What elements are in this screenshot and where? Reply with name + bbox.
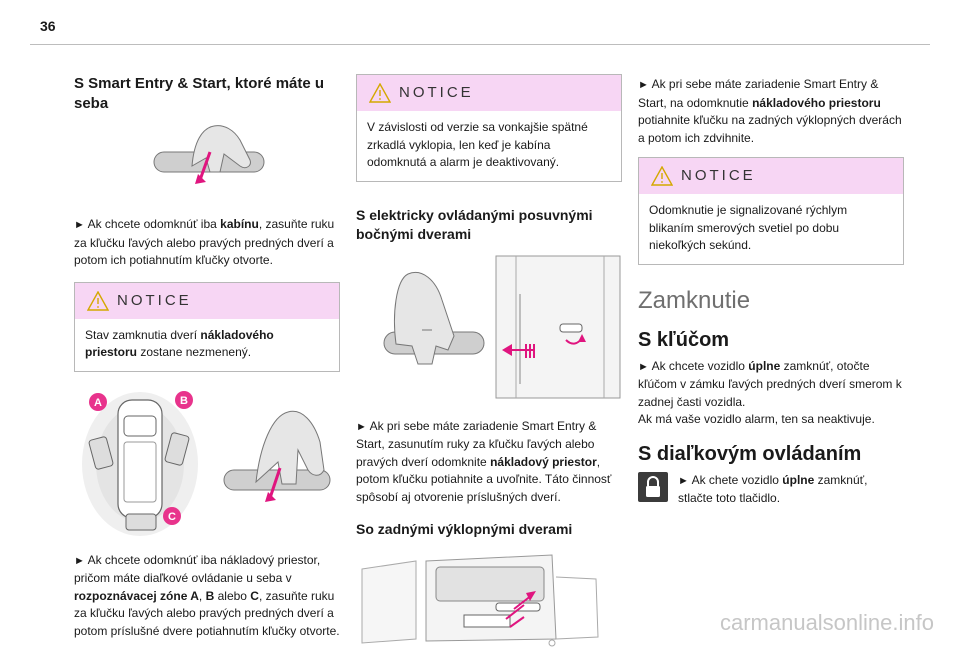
detection-zones-illustration: A B C <box>82 390 331 536</box>
section-heading-smart-entry: S Smart Entry & Start, ktoré máte u seba <box>74 75 325 112</box>
notice-bold: nákladového priestoru <box>85 327 274 360</box>
bullet-arrow: ► <box>638 79 649 91</box>
notice-label: NOTICE <box>399 84 474 101</box>
column-3: ► Ak pri sebe máte zariadenie Smart Entr… <box>638 74 904 508</box>
paragraph-text: , zasuňte ruku za kľučku ľavých alebo pr… <box>74 588 340 638</box>
notice-label: NOTICE <box>117 291 192 309</box>
warning-icon <box>87 290 109 311</box>
paragraph-text: zamknúť, otočte kľúčom v zámku ľavých pr… <box>638 358 902 409</box>
paragraph-text: Ak chcete odomknúť iba <box>87 217 221 231</box>
subsection-heading-remote: S diaľkovým ovládaním <box>638 442 862 465</box>
paragraph-bold: úplne <box>782 472 815 487</box>
paragraph-text: Ak má vaše vozidlo alarm, ten sa neaktiv… <box>638 412 875 426</box>
paragraph-remote-lock: ► Ak chete vozidlo úplne zamknúť, stlačt… <box>678 472 904 508</box>
paragraph-text: , zasuňte ruku za kľučku ľavých alebo pr… <box>74 217 335 267</box>
bullet-arrow: ► <box>74 219 85 231</box>
paragraph-tailgate-unlock: ► Ak pri sebe máte zariadenie Smart Entr… <box>638 76 904 147</box>
notice-header: NOTICE <box>639 158 903 194</box>
sliding-door-illustration <box>383 255 621 398</box>
paragraph-bold: úplne <box>748 358 781 373</box>
remote-lock-row: ► Ak chete vozidlo úplne zamknúť, stlačt… <box>638 471 904 508</box>
bullet-arrow: ► <box>678 474 689 487</box>
paragraph-bold: nákladový priestor <box>490 454 597 469</box>
notice-header: NOTICE <box>357 75 621 111</box>
paragraph-bold: C <box>250 588 259 603</box>
notice-body: V závislosti od verzie sa vonkajšie spät… <box>367 120 588 169</box>
paragraph-text: alebo <box>214 588 251 603</box>
paragraph-text: Ak pri sebe máte zariadenie Smart Entry … <box>356 418 597 469</box>
lock-button-icon <box>638 471 668 502</box>
paragraph-sliding-doors: ► Ak pri sebe máte zariadenie Smart Entr… <box>356 418 622 507</box>
notice-body: Odomknutie je signalizované rýchlym blik… <box>649 203 848 252</box>
paragraph-cabin-unlock: ► Ak chcete odomknúť iba kabínu, zasuňte… <box>74 216 340 270</box>
paragraph-bold: kabínu <box>220 217 259 231</box>
notice-box-2: NOTICE V závislosti od verzie sa vonkajš… <box>356 74 622 182</box>
paragraph-text: Ak chcete vozidlo <box>651 358 749 373</box>
paragraph-text: potiahnite kľučku na zadných výklopných … <box>638 113 902 145</box>
bullet-arrow: ► <box>356 420 367 433</box>
notice-box-3: NOTICE Odomknutie je signalizované rýchl… <box>638 157 904 265</box>
paragraph-cargo-unlock: ► Ak chcete odomknúť iba nákladový pries… <box>74 552 340 641</box>
bullet-arrow: ► <box>638 360 649 373</box>
paragraph-text: Ak pri sebe máte zariadenie Smart Entry … <box>638 77 879 110</box>
notice-box-1: NOTICE Stav zamknutia dverí nákladového … <box>74 281 340 372</box>
column-2: NOTICE V závislosti od verzie sa vonkajš… <box>356 74 622 647</box>
tailgate-illustration <box>361 554 599 647</box>
zone-label-a: A <box>94 397 102 409</box>
header-rule <box>30 44 930 45</box>
notice-text: Stav zamknutia dverí <box>85 327 201 342</box>
paragraph-text: , <box>198 588 206 603</box>
warning-icon <box>651 166 673 186</box>
notice-label: NOTICE <box>681 167 756 184</box>
page-number: 36 <box>40 18 56 34</box>
zone-label-c: C <box>168 511 176 523</box>
watermark: carmanualsonline.info <box>719 610 934 635</box>
paragraph-text: Ak chcete odomknúť iba nákladový priesto… <box>74 552 321 586</box>
subsection-heading-key: S kľúčom <box>638 328 730 351</box>
paragraph-bold: nákladového priestoru <box>752 95 881 110</box>
notice-text: zostane nezmenený. <box>137 345 252 359</box>
paragraph-bold: B <box>205 588 215 603</box>
column-1: S Smart Entry & Start, ktoré máte u seba… <box>74 74 340 640</box>
paragraph-key-lock: ► Ak chcete vozidlo úplne zamknúť, otočt… <box>638 358 904 429</box>
paragraph-text: Ak chete vozidlo <box>691 472 783 487</box>
zone-label-b: B <box>180 395 188 407</box>
paragraph-bold: rozpoznávacej zóne A <box>74 588 199 603</box>
hand-handle-illustration <box>153 125 265 184</box>
notice-body: Stav zamknutia dverí nákladového priesto… <box>75 319 339 371</box>
warning-icon <box>369 83 391 103</box>
bullet-arrow: ► <box>74 554 85 567</box>
notice-header: NOTICE <box>75 282 339 319</box>
paragraph-text: zamknúť, stlačte toto tlačidlo. <box>678 472 868 506</box>
paragraph-text: , potom kľučku potiahnite a uvoľnite. Tá… <box>356 454 612 504</box>
section-heading-rear-tailgate: So zadnými výklopnými dverami <box>356 521 573 537</box>
section-heading-sliding-doors: S elektricky ovládanými posuvnými bočným… <box>356 206 593 242</box>
section-title-locking: Zamknutie <box>638 286 751 314</box>
